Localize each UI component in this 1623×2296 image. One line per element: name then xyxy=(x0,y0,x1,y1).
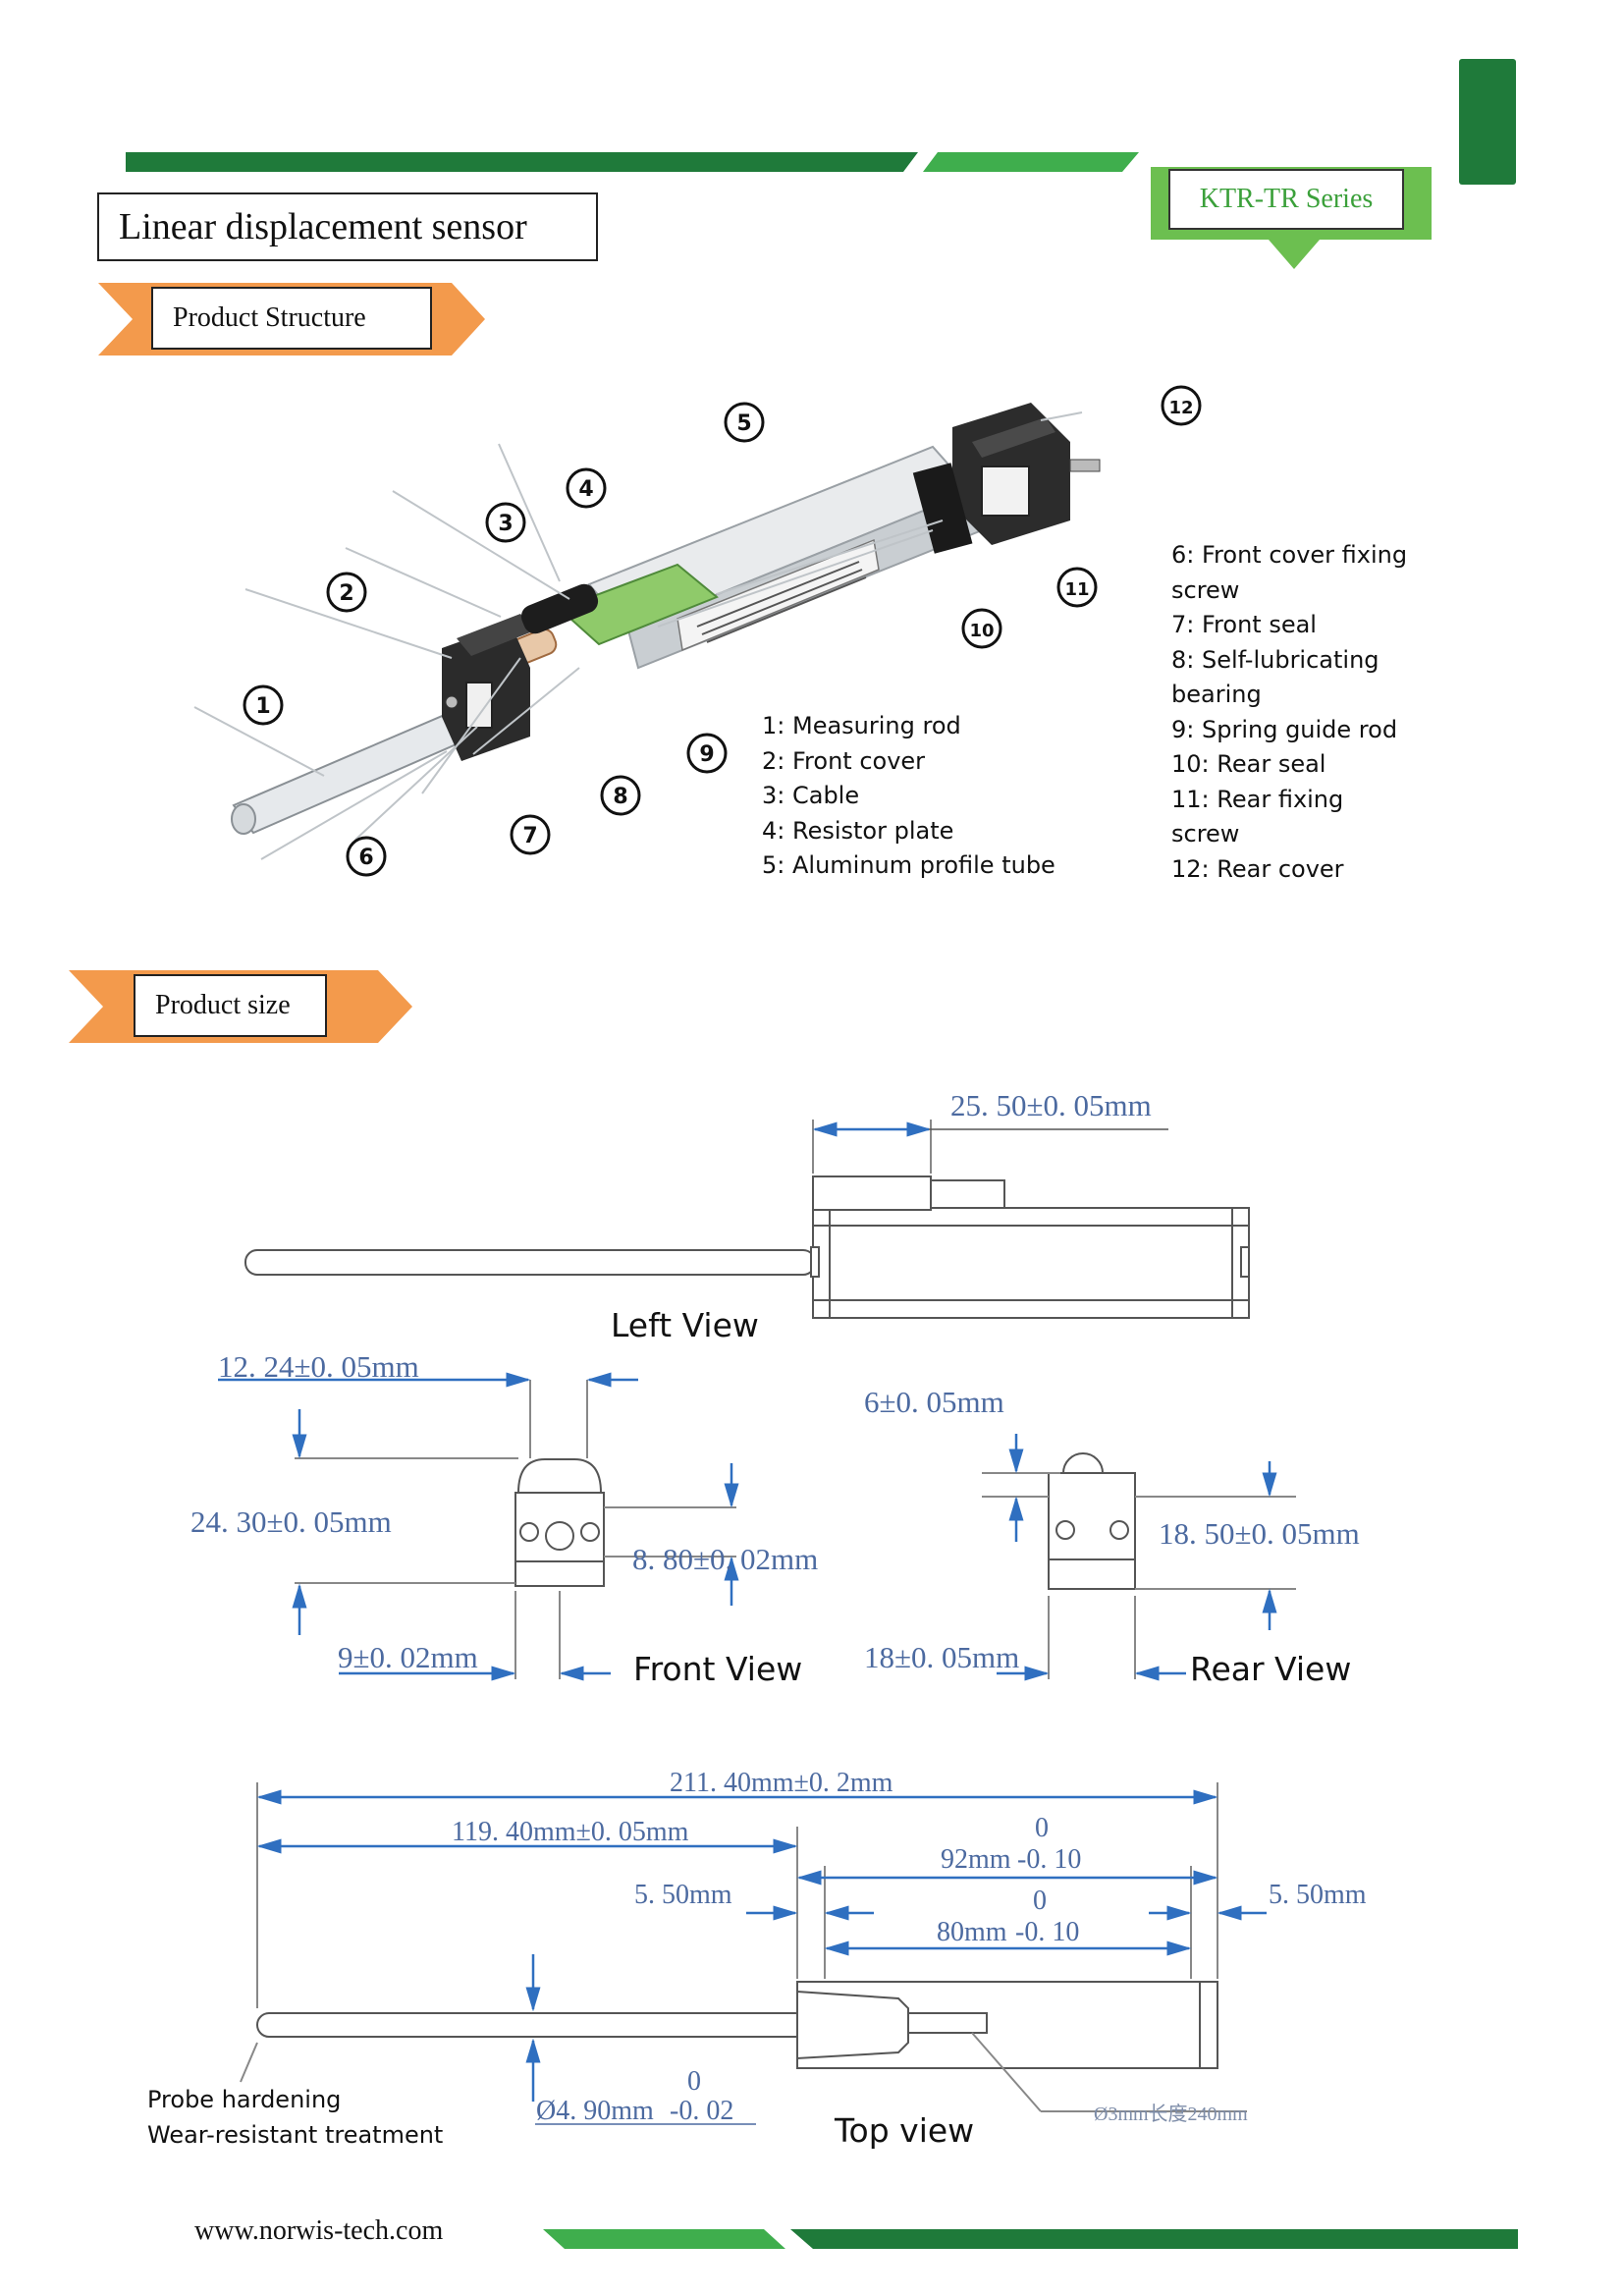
dim-92-tol-upper: 0 xyxy=(1035,1813,1049,1843)
part-label: 5: Aluminum profile tube xyxy=(762,851,1055,879)
svg-text:3: 3 xyxy=(498,512,513,536)
dim-offset-right: 5. 50mm xyxy=(1269,1880,1367,1910)
parts-list-left: 1: Measuring rod 2: Front cover 3: Cable… xyxy=(762,709,1115,884)
dim-cable: Ø3mm长度240mm xyxy=(1094,2104,1248,2125)
footer-stripe xyxy=(543,2229,1518,2249)
dim-rod-diameter: Ø4. 90mm xyxy=(536,2096,654,2126)
cable xyxy=(520,583,599,634)
dim-offset-left: 5. 50mm xyxy=(634,1880,732,1910)
section-title-size: Product size xyxy=(134,974,327,1037)
probe-note-line: Wear-resistant treatment xyxy=(147,2121,444,2149)
svg-text:1: 1 xyxy=(255,694,270,719)
dim-rod-length: 119. 40mm±0. 05mm xyxy=(452,1817,689,1847)
part-label: 6: Front cover fixing xyxy=(1171,541,1408,569)
part-label: 2: Front cover xyxy=(762,746,926,775)
dim-rear-width: 6±0. 05mm xyxy=(864,1385,1004,1419)
dim-80-tol-lower: -0. 10 xyxy=(1015,1917,1080,1947)
series-arrow-icon xyxy=(1269,240,1320,269)
dim-92-tol-lower: -0. 10 xyxy=(1017,1844,1082,1875)
rear-cover xyxy=(912,403,1101,554)
svg-text:4: 4 xyxy=(578,477,593,502)
dim-front-bottom: 9±0. 02mm xyxy=(338,1640,478,1674)
part-label: 1: Measuring rod xyxy=(762,712,961,739)
dimension-drawing xyxy=(218,1120,1296,2125)
svg-text:8: 8 xyxy=(613,785,627,809)
callout-6: 6 xyxy=(346,836,387,877)
callout-10: 10 xyxy=(961,608,1002,649)
dim-front-hole: 8. 80±0. 02mm xyxy=(632,1542,819,1576)
dim-rear-height: 18. 50±0. 05mm xyxy=(1159,1516,1360,1551)
page-title: Linear displacement sensor xyxy=(97,192,598,261)
callout-11: 11 xyxy=(1056,567,1098,608)
dim-front-width: 12. 24±0. 05mm xyxy=(218,1349,419,1384)
callout-12: 12 xyxy=(1161,385,1202,426)
callout-3: 3 xyxy=(485,502,526,543)
page-side-tab xyxy=(1459,59,1516,185)
part-label: 8: Self-lubricating xyxy=(1171,645,1380,674)
svg-text:11: 11 xyxy=(1064,579,1089,600)
view-label-rear: Rear View xyxy=(1190,1650,1352,1688)
svg-text:7: 7 xyxy=(522,824,537,848)
svg-text:10: 10 xyxy=(969,621,994,641)
probe-note: Probe hardening Wear-resistant treatment xyxy=(147,2082,443,2153)
part-label: 7: Front seal xyxy=(1171,611,1317,638)
dim-rod-tol-upper: 0 xyxy=(687,2066,701,2097)
view-label-top: Top view xyxy=(835,2111,975,2150)
callout-9: 9 xyxy=(686,733,728,774)
part-label: screw xyxy=(1171,575,1240,604)
view-label-front: Front View xyxy=(633,1650,803,1688)
svg-text:12: 12 xyxy=(1168,398,1193,418)
section-title-structure: Product Structure xyxy=(151,287,432,350)
part-label: 9: Spring guide rod xyxy=(1171,715,1398,743)
part-label: bearing xyxy=(1171,681,1262,708)
callout-1: 1 xyxy=(243,684,284,726)
part-label: 10: Rear seal xyxy=(1171,750,1326,778)
dim-front-height: 24. 30±0. 05mm xyxy=(190,1504,392,1539)
dim-80: 80mm xyxy=(937,1917,1007,1947)
callout-5: 5 xyxy=(724,402,765,443)
series-badge: KTR-TR Series xyxy=(1168,169,1404,230)
part-label: 11: Rear fixing xyxy=(1171,785,1344,813)
resistor-plate xyxy=(558,563,719,646)
sensor-illustration xyxy=(193,403,1101,860)
dim-80-tol-upper: 0 xyxy=(1033,1886,1047,1916)
svg-text:2: 2 xyxy=(339,581,353,606)
dim-rear-bottom: 18±0. 05mm xyxy=(864,1640,1020,1674)
part-label: 12: Rear cover xyxy=(1171,854,1344,883)
dim-total-length: 211. 40mm±0. 2mm xyxy=(670,1768,893,1798)
probe-note-line: Probe hardening xyxy=(147,2086,342,2113)
callout-4: 4 xyxy=(566,467,607,509)
parts-list-right: 6: Front cover fixing screw 7: Front sea… xyxy=(1171,538,1495,887)
part-label: 4: Resistor plate xyxy=(762,816,954,845)
callout-8: 8 xyxy=(600,775,641,816)
part-label: screw xyxy=(1171,820,1240,847)
footer-url[interactable]: www.norwis-tech.com xyxy=(194,2215,444,2246)
part-label: 3: Cable xyxy=(762,782,860,809)
header-stripe xyxy=(126,152,1139,172)
view-label-left: Left View xyxy=(611,1306,759,1344)
callout-7: 7 xyxy=(510,814,551,855)
svg-text:5: 5 xyxy=(736,411,751,436)
callout-2: 2 xyxy=(326,572,367,613)
svg-text:6: 6 xyxy=(358,846,373,870)
dim-92: 92mm xyxy=(941,1844,1011,1875)
svg-text:9: 9 xyxy=(699,742,714,767)
dim-left-width: 25. 50±0. 05mm xyxy=(950,1088,1152,1122)
dim-rod-tol-lower: -0. 02 xyxy=(670,2096,734,2126)
